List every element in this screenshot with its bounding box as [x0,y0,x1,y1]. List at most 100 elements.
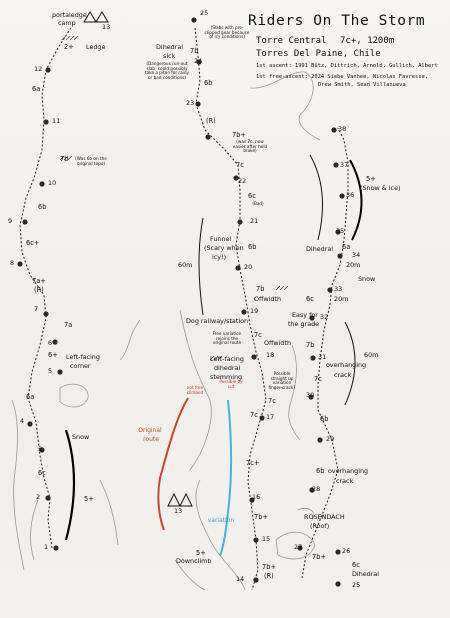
pitch-5: 5 [48,367,53,375]
label-snow-left: Snow [72,433,90,441]
grade-7c-mid: 7c [236,161,244,169]
grade-6b-left: 6b [38,203,47,211]
variation-route-line [219,399,232,557]
route-line [19,25,349,591]
belay-points [17,17,345,587]
pitch-8: 8 [10,259,15,267]
note-free-variation: Free variation rejoins the original rout… [212,331,242,346]
note-dangerous: (Dangerous run-out slab, could possibly … [145,61,189,80]
peak-name: Torre Central [256,36,327,46]
pitch-9: 9 [8,217,13,225]
grade-6plus-left: 6+ [48,351,58,359]
grade-7b-plus-low: 7b+ [262,563,276,571]
label-20m-2: 20m [334,295,349,303]
pitch-32: 32 [320,313,329,321]
pitch-15: 15 [262,535,271,543]
note-was-6b: (Was 6b on the original topo) [75,156,107,166]
label-left-facing-dihedral-2: dihedral [214,364,241,372]
snow-ice-bracket [349,159,363,241]
label-60m-left: 60m [178,261,193,269]
grade-2plus: 2+ [64,43,74,51]
label-rosendach: ROSENDACH [304,513,345,521]
pitch-33: 33 [334,285,343,293]
grade-6c-dihedral: 6c [248,192,256,200]
pitch-24: 24 [194,57,203,65]
pitch-21: 21 [250,217,259,225]
location: Torres Del Paine, Chile [256,49,381,59]
label-dihedral-bottom: Dihedral [352,570,380,578]
grade-6c-left: 6c [38,469,46,477]
pitch-12: 12 [34,65,43,73]
first-free-ascent-line-1: 1st free-ascent: 2024 Siebe Vanhee, Nico… [256,74,429,80]
label-overhanging-1: overhanging [326,361,367,369]
note-slabs: (Slabs with pre-clipped gear because of … [204,25,250,40]
label-ledge: Ledge [86,43,106,51]
grade-r-top: (R) [206,117,216,125]
grade-7a-plus-left: 7a+ [32,277,46,285]
pitch-11: 11 [52,117,61,125]
label-left-facing-corner-1: Left-facing [66,353,100,361]
original-route-line [157,397,189,531]
pitch-30: 30 [306,391,315,399]
first-ascent: 1st ascent: 1991 Bütz, Dittrich, Arnold,… [256,63,438,69]
label-5plus-snow: 5+ [366,175,376,183]
pitch-31: 31 [318,353,327,361]
grade-6a-low: 6a [26,393,35,401]
rock-features [11,71,321,591]
grade-5plus: 5+ [84,495,94,503]
pitch-4: 4 [20,417,25,425]
label-offwidth-mid: Offwidth [264,339,292,347]
label-dog-railway: Dog railway/station [186,317,249,325]
label-dihedral-sick-2: sick [163,52,176,60]
pitch-28: 28 [312,485,321,493]
grade-7c-right: 7c [314,375,322,383]
grade-7b-right: 7b [306,341,315,349]
note-was-7c: (was 7c, now easier after hold broke) [232,139,268,154]
pitch-36: 36 [346,191,355,199]
pitch-27: 27 [294,543,303,551]
pitch-6: 6 [48,339,53,347]
grade-5plus-low: 5+ [196,549,206,557]
grade-7b-plus-top: 7b+ [232,131,246,139]
label-20m-1: 20m [346,261,361,269]
route-title: Riders On The Storm [248,13,426,29]
grade-7b-plus-mid: 7b+ [254,513,268,521]
note-bad: (Bad) [252,201,264,206]
pitch-26: 26 [342,547,351,555]
grade-7b-mid: 7b [256,285,265,293]
pitch-14: 14 [236,575,245,583]
label-funnel: Funnel [210,235,232,243]
ledges [59,35,289,361]
pitch-7: 7 [34,305,39,313]
snow-bracket [64,429,76,541]
length-brackets [198,154,356,406]
note-possible-red: Possible by cut [219,379,243,389]
label-camp: camp [58,19,76,27]
grade-7b-left: 7b [60,155,69,163]
first-free-ascent-line-2: Drew Smith, Sean Villanueva [318,82,406,88]
grade-7c-off: 7c [254,331,262,339]
grade-length: 7c+, 1200m [340,36,395,46]
label-overhanging-3: overhanging [328,467,369,475]
label-overhanging-4: crack [336,477,354,485]
grade-6a-right: 6a [342,243,351,251]
pitch-22: 22 [238,177,247,185]
grade-7c-plus-mid: 7c+ [246,459,260,467]
label-original-1: Original [138,427,162,434]
label-snow-right: Snow [358,275,376,283]
note-possible: Possible straight up variation finger-cr… [268,371,296,390]
grade-7a-left: 7a [64,321,73,329]
label-60m-right: 60m [364,351,379,359]
label-original-2: route [143,436,159,443]
label-dihedral-sick-1: Dihedral [156,43,184,51]
label-variation: variation [207,517,235,524]
grade-r-left: (R) [34,286,44,294]
label-portaledge: portaledge [52,11,87,19]
pitch-10: 10 [48,179,57,187]
grade-r-low: (R) [264,572,274,580]
label-easy-1: Easy for [292,311,318,319]
pitch-35: 35 [336,227,345,235]
grade-6b-mid: 6b [248,243,257,251]
camp-icons [83,11,193,507]
